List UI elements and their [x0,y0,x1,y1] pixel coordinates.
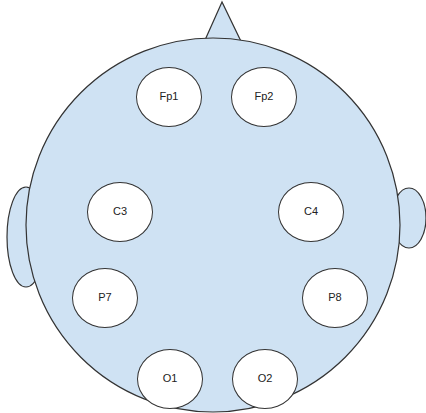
electrode-label: P8 [328,291,341,304]
electrode-label: O2 [258,372,273,385]
electrode-circle: P7 [72,268,138,328]
electrode-circle: O2 [232,349,298,409]
electrode-circle: C3 [87,182,153,242]
electrode-label: Fp2 [255,90,274,103]
head [26,38,400,412]
electrode-circle: P8 [302,268,368,328]
electrode-label: O1 [163,372,178,385]
electrode-label: C3 [113,205,127,218]
electrode-circle: O1 [137,349,203,409]
electrode-circle: C4 [278,182,344,242]
electrode-label: Fp1 [160,90,179,103]
electrode-label: P7 [98,291,111,304]
electrode-circle: Fp2 [231,67,297,127]
electrode-circle: Fp1 [136,67,202,127]
electrode-label: C4 [304,205,318,218]
